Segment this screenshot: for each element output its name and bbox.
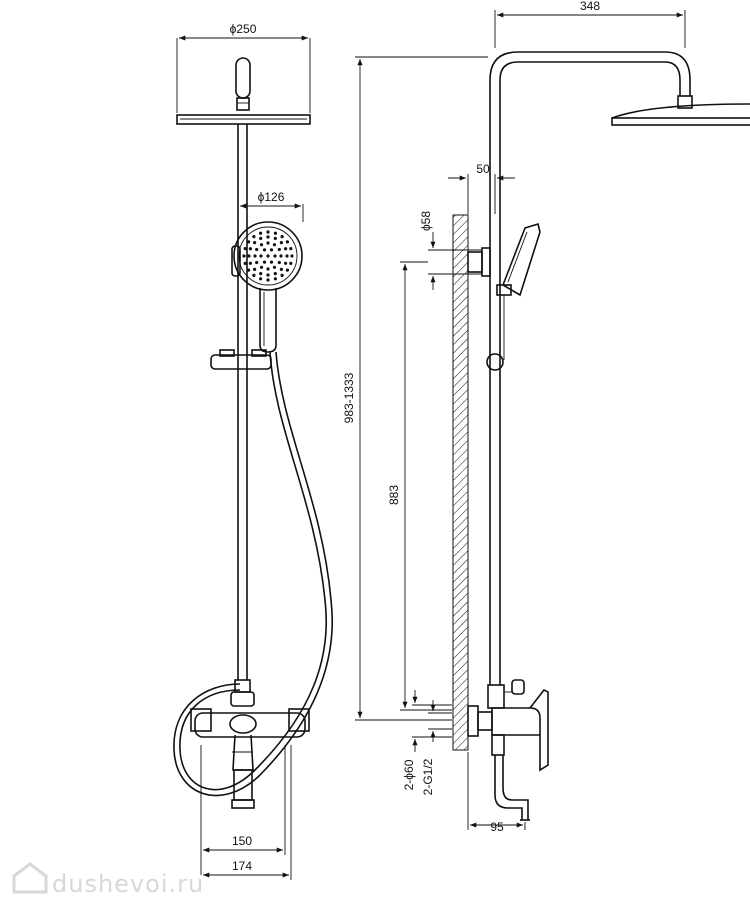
dim-centers-inner: 150	[200, 745, 286, 875]
watermark-text: dushevoi.ru	[52, 870, 204, 898]
nozzle-dot	[266, 278, 270, 282]
nozzle-dot	[247, 240, 251, 244]
nozzle-dot	[273, 277, 277, 281]
dim-centers-inner-label: 150	[232, 834, 252, 848]
nozzle-dot	[243, 247, 247, 251]
nozzle-dot	[266, 273, 270, 277]
front-shower-hose	[173, 351, 334, 797]
dim-escutcheon-label: 2-ϕ60	[402, 759, 416, 790]
dim-arm-reach-label: 348	[580, 0, 600, 13]
nozzle-dot	[253, 254, 257, 258]
nozzle-dot	[266, 241, 270, 245]
front-rain-shower-head	[176, 57, 311, 125]
nozzle-dot	[243, 261, 247, 265]
nozzle-dot	[252, 273, 256, 277]
dim-mixer-height-label: 883	[387, 485, 401, 505]
watermark-house-icon	[12, 862, 48, 894]
nozzle-dot	[253, 267, 257, 271]
dim-arm-reach: 348	[494, 0, 686, 48]
nozzle-dot	[279, 254, 283, 258]
nozzle-dot	[273, 272, 277, 276]
nozzle-dot	[269, 260, 274, 264]
dim-thread: 2-G1/2	[421, 700, 452, 795]
nozzle-dot	[248, 261, 252, 265]
dim-total-height: 983-1333	[342, 56, 488, 721]
nozzle-dot	[259, 231, 263, 235]
dim-mixer-height: 883	[387, 261, 452, 711]
side-rain-shower-head	[611, 103, 750, 126]
nozzle-dot	[259, 272, 263, 276]
side-riser-and-arm	[489, 51, 693, 685]
nozzle-dot	[247, 254, 251, 258]
side-wall-bracket	[467, 247, 491, 277]
front-diverter	[230, 679, 255, 707]
nozzle-dot	[277, 260, 281, 265]
nozzle-dot	[259, 265, 264, 269]
front-hand-shower	[231, 221, 303, 353]
nozzle-dot	[277, 247, 281, 252]
nozzle-dot	[279, 241, 283, 245]
side-view: 348 50 ϕ58	[342, 0, 750, 834]
nozzle-dot	[285, 254, 289, 258]
nozzle-dot	[259, 277, 263, 281]
nozzle-dot	[289, 247, 293, 251]
side-bath-mixer	[467, 679, 549, 821]
dim-hand-shower-label: ϕ126	[258, 190, 285, 204]
nozzle-dot	[273, 254, 277, 258]
dim-wall-offset: 50	[448, 162, 515, 214]
nozzle-dot	[253, 241, 257, 245]
nozzle-dot	[242, 254, 246, 258]
nozzle-dot	[259, 236, 263, 240]
front-view: ϕ250 ϕ126	[173, 22, 334, 880]
side-wall	[452, 214, 469, 751]
nozzle-dot	[280, 273, 284, 277]
dim-head-diameter: ϕ250	[176, 22, 311, 113]
nozzle-dot	[285, 268, 289, 272]
dim-bracket-diameter: ϕ58	[419, 211, 482, 290]
dim-thread-label: 2-G1/2	[421, 758, 435, 795]
nozzle-dot	[248, 247, 252, 251]
nozzle-dot	[247, 268, 251, 272]
dim-total-height-label: 983-1333	[342, 372, 356, 423]
dim-centers-outer: 174	[203, 745, 292, 880]
nozzle-dot	[259, 254, 263, 258]
nozzle-dot	[290, 254, 294, 258]
nozzle-dot	[262, 248, 267, 252]
nozzle-dot	[269, 248, 274, 252]
nozzle-dot	[266, 230, 270, 234]
nozzle-dot	[289, 261, 293, 265]
nozzle-dot	[272, 243, 277, 247]
front-riser-rail	[237, 124, 248, 680]
dim-hand-shower-diameter: ϕ126	[237, 190, 304, 222]
dim-wall-offset-label: 50	[476, 162, 490, 176]
nozzle-dot	[255, 247, 259, 252]
nozzle-dot	[266, 267, 270, 271]
nozzle-dot	[273, 236, 277, 240]
front-bath-mixer	[190, 708, 310, 809]
nozzle-dot	[252, 235, 256, 239]
nozzle-dot	[280, 235, 284, 239]
dim-head-diameter-label: ϕ250	[230, 22, 257, 36]
nozzle-dot	[285, 240, 289, 244]
nozzle-dot	[266, 235, 270, 239]
nozzle-dot	[255, 260, 259, 265]
front-slide-bracket	[210, 349, 272, 370]
nozzle-dot	[262, 260, 267, 264]
watermark: dushevoi.ru	[12, 862, 204, 898]
dim-spout-projection: 95	[467, 752, 526, 834]
dim-bracket-diameter-label: ϕ58	[419, 211, 433, 231]
nozzle-dot	[284, 247, 288, 251]
nozzle-dot	[266, 254, 270, 258]
dim-centers-outer-label: 174	[232, 859, 252, 873]
nozzle-dot	[284, 261, 288, 265]
nozzle-dot	[259, 243, 264, 247]
side-hand-shower	[486, 222, 541, 371]
dim-spout-projection-label: 95	[490, 820, 504, 834]
hand-shower-nozzles	[242, 230, 294, 282]
nozzle-dot	[273, 231, 277, 235]
nozzle-dot	[272, 265, 277, 269]
nozzle-dot	[279, 267, 283, 271]
